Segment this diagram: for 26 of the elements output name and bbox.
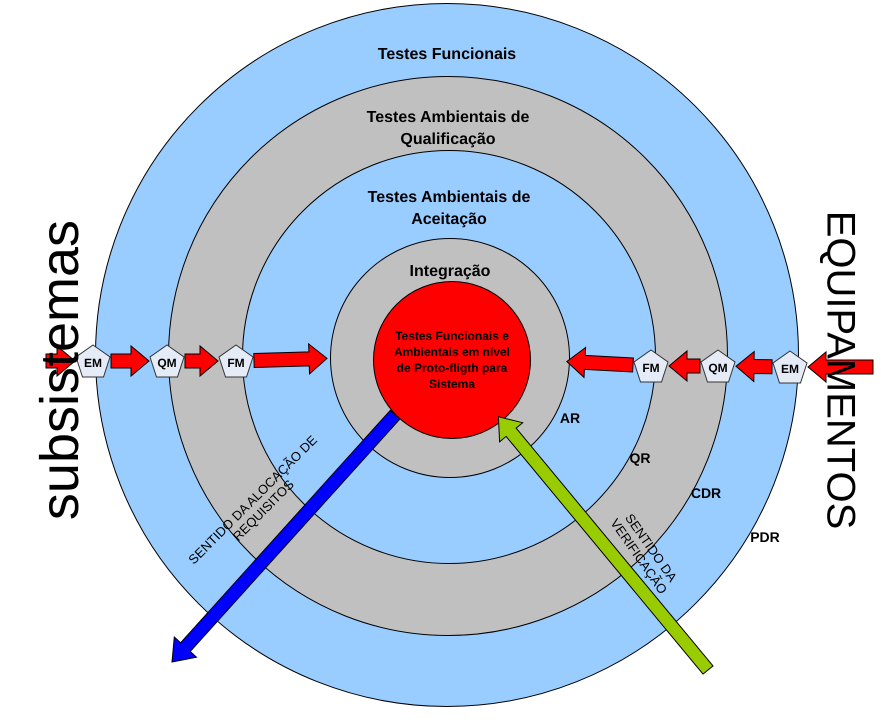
node-text: FM: [227, 357, 245, 369]
arrow: [668, 350, 700, 382]
review-label: PDR: [750, 530, 780, 544]
arrow: [253, 342, 328, 375]
review-label: CDR: [690, 486, 722, 500]
node-text: QM: [157, 357, 177, 369]
arrow: [171, 410, 401, 663]
side-label: EQUIPAMENTOS: [820, 210, 860, 530]
node-text: Testes Funcionais e Ambientais em nível de Proto-fligth para Sistema: [392, 328, 512, 392]
pentagon: [772, 350, 808, 384]
arrow: [566, 346, 634, 378]
ring-heading: Testes Funcionais: [376, 45, 518, 65]
arrow: [110, 344, 150, 378]
arrow: [498, 416, 714, 675]
arrow: [184, 344, 219, 378]
ring-heading: Integração: [408, 262, 492, 282]
node-text: EM: [84, 357, 102, 369]
review-label: AR: [560, 411, 580, 425]
ring-heading: Testes Ambientais de Qualificação: [366, 108, 530, 150]
ring-heading: Testes Ambientais de Aceitação: [366, 188, 532, 230]
node-text: EM: [781, 363, 799, 375]
arrow: [735, 350, 773, 383]
node-text: QM: [708, 362, 728, 374]
review-label: QR: [630, 451, 650, 465]
arrow: [807, 350, 874, 384]
node-text: FM: [642, 362, 660, 374]
